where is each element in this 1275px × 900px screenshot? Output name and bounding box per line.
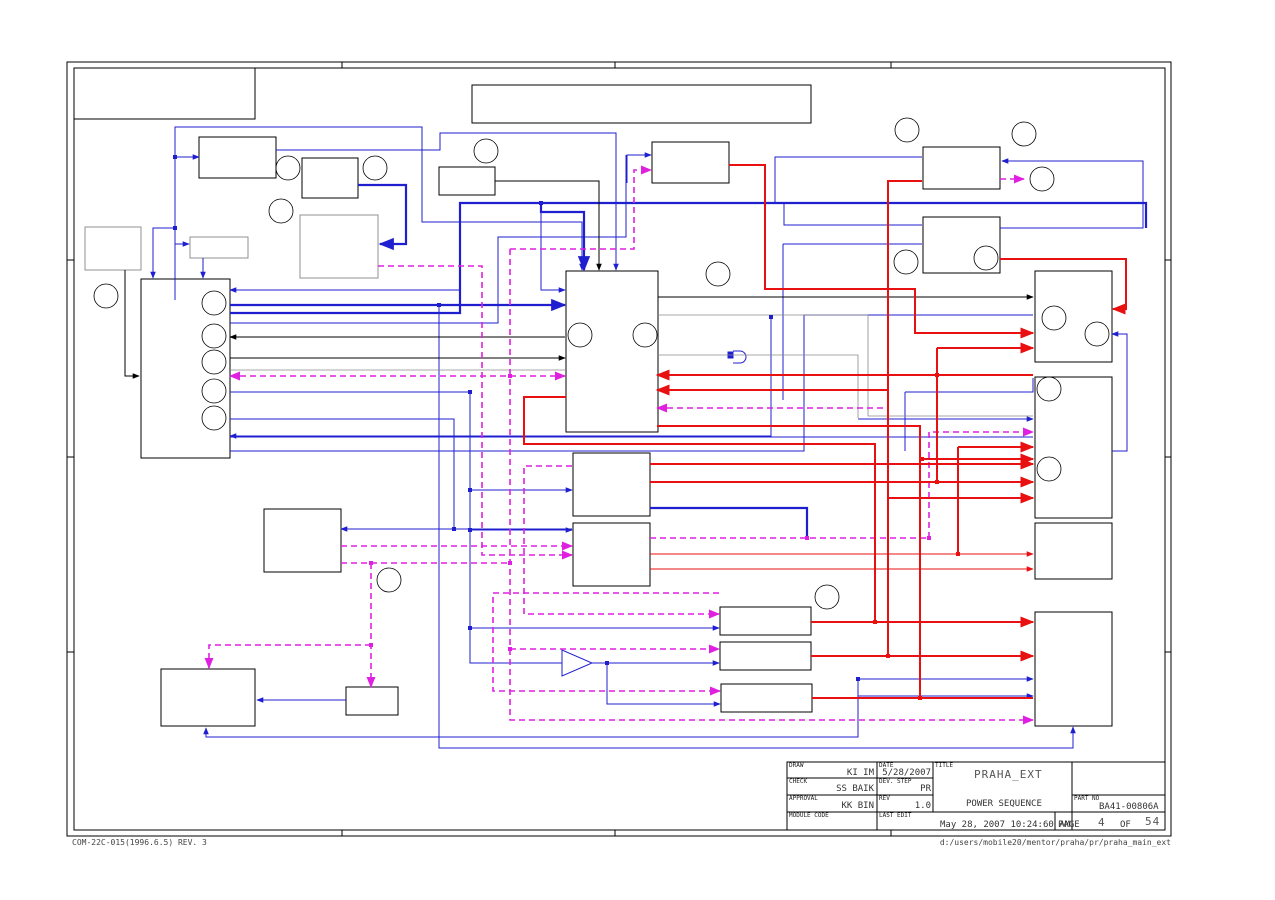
gray-blocks — [84, 214, 379, 279]
title-label: TITLE — [935, 762, 953, 769]
approval-value: KK BIN — [841, 801, 874, 811]
page-value: 4 — [1098, 816, 1106, 829]
block-mid-2 — [572, 522, 651, 587]
gate-symbol — [727, 350, 747, 364]
sheet-frame — [66, 61, 1172, 837]
block-right-4 — [1034, 611, 1113, 727]
block-left-mid — [263, 508, 342, 573]
gray-lines — [230, 314, 1033, 418]
block-bottom-left — [160, 668, 256, 727]
check-label: CHECK — [789, 778, 807, 785]
draw-value: KI IM — [847, 768, 875, 778]
dev-step-label: DEV. STEP — [879, 778, 912, 785]
block-low-1 — [719, 606, 812, 636]
block-top-left — [198, 136, 277, 179]
part-no-label: PART NO — [1074, 795, 1100, 802]
blocks — [140, 136, 1113, 727]
block-bottom-small — [345, 686, 399, 716]
blue-thick-lines — [230, 183, 1148, 540]
date-value: 5/28/2007 — [882, 768, 931, 778]
last-edit-value: May 28, 2007 10:24:60 AM — [940, 820, 1071, 830]
block-right-3 — [1034, 522, 1113, 580]
rev-label: REV — [879, 795, 890, 802]
of-label: OF — [1120, 820, 1131, 830]
block-right-top-b — [922, 216, 1001, 274]
red-thin-lines — [650, 551, 1034, 572]
last-edit-label: LAST EDIT — [879, 812, 912, 819]
module-code-label: MODULE CODE — [789, 812, 829, 819]
block-regulator-top — [651, 141, 730, 184]
check-value: SS BAIK — [836, 784, 875, 794]
block-low-2 — [719, 641, 812, 671]
buffer-symbol — [561, 649, 594, 677]
header-boxes — [74, 68, 812, 124]
block-controller — [565, 270, 659, 433]
magenta-dashed-lines — [204, 165, 1035, 725]
approval-label: APPROVAL — [789, 795, 818, 802]
dev-step-value: PR — [920, 784, 931, 794]
draw-label: DRAW — [789, 762, 804, 769]
connector-circles — [93, 117, 1110, 610]
rev-value: 1.0 — [915, 801, 931, 811]
file-path: d:/users/mobile20/mentor/praha/pr/praha_… — [940, 838, 1171, 847]
block-gray-small — [189, 236, 249, 259]
block-right-top-a — [922, 146, 1001, 190]
black-lines — [124, 180, 1034, 379]
form-code: COM-22C-015(1996.6.5) REV. 3 — [72, 838, 207, 847]
part-no-value: BA41-00806A — [1099, 802, 1159, 812]
block-adapter — [84, 226, 142, 271]
block-right-2 — [1034, 376, 1113, 519]
block-low-3 — [720, 683, 813, 713]
block-right-1 — [1034, 270, 1113, 363]
junction-dots — [173, 155, 960, 700]
page-label: PAGE — [1058, 820, 1080, 830]
title-block: DRAW KI IM CHECK SS BAIK APPROVAL KK BIN… — [786, 761, 1166, 831]
block-gray-large — [299, 214, 379, 279]
block-small-b — [438, 166, 496, 196]
block-mid-1 — [572, 452, 651, 517]
page-total: 54 — [1145, 815, 1160, 828]
block-power-switch — [140, 278, 231, 459]
title-value: PRAHA_EXT — [974, 768, 1043, 781]
subtitle-value: POWER SEQUENCE — [966, 799, 1042, 809]
block-small-a — [301, 157, 359, 199]
red-lines — [523, 164, 1127, 699]
date-label: DATE — [879, 762, 894, 769]
